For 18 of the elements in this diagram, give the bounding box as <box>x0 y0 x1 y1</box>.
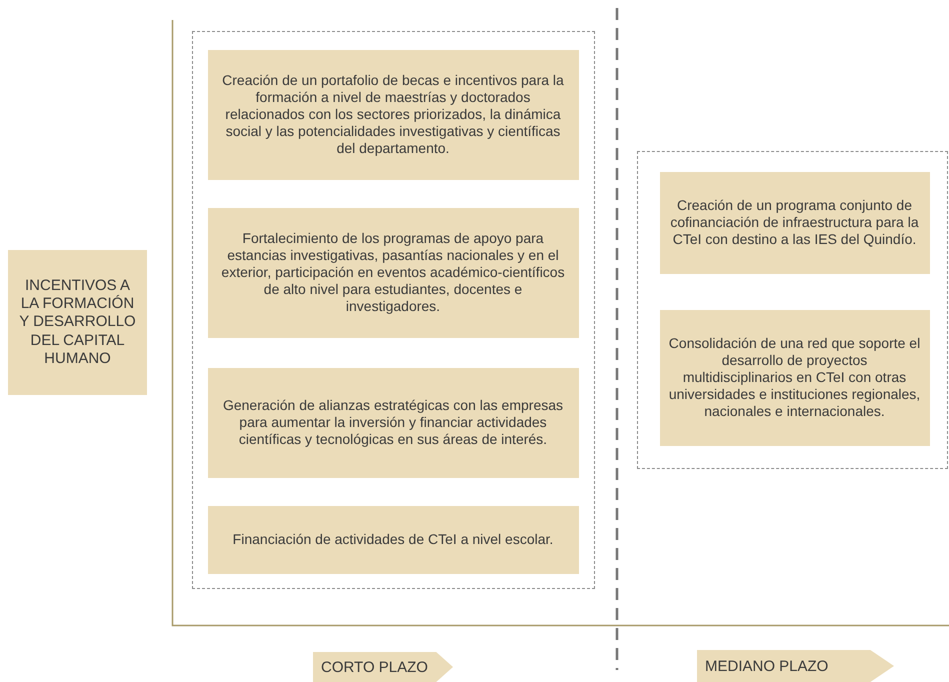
text-box <box>208 506 578 574</box>
category-label: INCENTIVOS A LA FORMACIÓN Y DESARROLLO DEL CAPITAL HUMANO <box>18 276 137 368</box>
action-text: Financiación de actividades de CTeI a nivel escolar. <box>232 530 554 548</box>
action-text: Consolidación de una red que soporte el desarrollo de proyectos multidisciplinarios en CTeI con otras universidades e instituciones regionales, nacionales e internacionales. <box>668 334 922 420</box>
text-box <box>8 250 147 395</box>
action-text: Fortalecimiento de los programas de apoyo para estancias investigativas, pasantías nacionales y en el exterior, participación en eventos académico-científicos de alto nivel para estudiantes, docentes e investigadores. <box>220 230 566 316</box>
text-box <box>208 50 578 180</box>
timeframe-tag: MEDIANO PLAZO <box>697 650 894 682</box>
text-box <box>208 368 578 478</box>
action-text: Generación de alianzas estratégicas con las empresas para aumentar la inversión y financiar actividades científicas y tecnológicas en sus áreas de interés. <box>222 396 564 448</box>
text-box <box>660 172 930 274</box>
dashed-group-box <box>192 30 594 588</box>
action-text: Creación de un portafolio de becas e incentivos para la formación a nivel de maestrías y doctorados relacionados con los sectores priorizados, la dinámica social y las potencialidades investigativas y científicas del departamento. <box>221 72 565 158</box>
text-box <box>208 208 578 338</box>
text-box <box>660 310 930 446</box>
timeframe-tag: CORTO PLAZO <box>313 652 453 682</box>
dashed-group-box <box>636 150 948 468</box>
action-text: Creación de un programa conjunto de cofinanciación de infraestructura para la CTeI con destino a las IES del Quindío. <box>669 196 920 248</box>
